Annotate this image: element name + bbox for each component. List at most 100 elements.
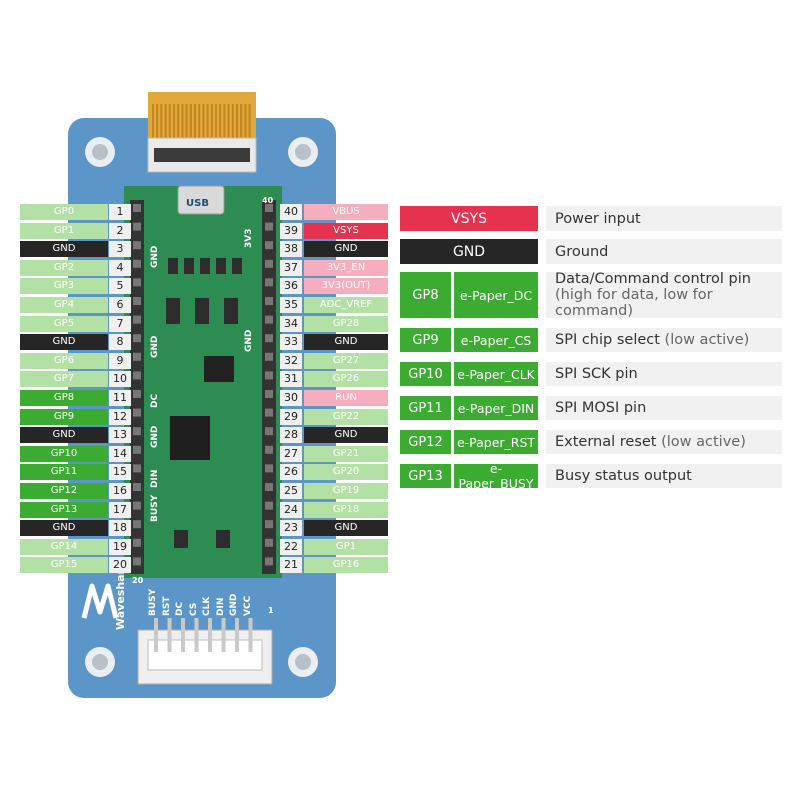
left-pin-number: 5 <box>109 278 131 295</box>
connector-pins <box>154 618 253 652</box>
left-pin-number: 15 <box>109 464 131 481</box>
connector-pin-label: RST <box>161 596 172 616</box>
silk-corner-right: 40 <box>262 196 274 205</box>
left-pin-number: 14 <box>109 445 131 462</box>
silkscreen-label: BUSY <box>150 494 160 522</box>
right-pin-number: 33 <box>280 334 302 351</box>
right-pin-number: 26 <box>280 464 302 481</box>
table-pin-cell: GND <box>400 239 538 264</box>
fpc-traces <box>152 104 251 138</box>
usb-label: USB <box>186 198 209 209</box>
left-pin-label: GP0 <box>20 204 108 220</box>
table-description-cell: SPI chip select (low active) <box>546 328 782 352</box>
left-pin-number: 18 <box>109 520 131 537</box>
left-pin-label: GND <box>20 334 108 351</box>
table-pin-cell: GP8 <box>400 272 451 318</box>
table-function-cell: e-Paper_CS <box>454 328 538 352</box>
left-pin-number: 9 <box>109 352 131 369</box>
mounting-hole-icon <box>85 137 115 167</box>
left-pin-number: 13 <box>109 427 131 444</box>
right-pin-number: 24 <box>280 501 302 518</box>
connector-pin-label: CLK <box>202 596 212 616</box>
right-pin-label: GP21 <box>304 445 388 462</box>
silkscreen-label: DIN <box>150 469 160 488</box>
right-pin-number: 21 <box>280 557 302 574</box>
right-pin-number: 34 <box>280 315 302 332</box>
mounting-hole-icon <box>288 137 318 167</box>
left-pin-label: GND <box>20 427 108 444</box>
mounting-hole-icon <box>288 647 318 677</box>
description-text: SPI chip select <box>555 332 665 348</box>
level-shifter-chip <box>170 416 210 460</box>
usb-port-icon <box>177 185 225 215</box>
description-text: Ground <box>555 243 609 260</box>
waveshare-logo-icon <box>81 583 119 619</box>
table-description-cell: Busy status output <box>546 464 782 488</box>
description-text: Power input <box>555 210 641 227</box>
left-pin-label: GND <box>20 241 108 258</box>
connector-pin-label: DIN <box>215 597 226 616</box>
left-pin-label: GP9 <box>20 408 108 425</box>
table-pin-cell: GP12 <box>400 430 451 454</box>
left-pin-number: 8 <box>109 334 131 351</box>
left-pin-number: 7 <box>109 315 131 332</box>
silk-corner-left: 20 <box>132 576 144 585</box>
connector-pin-label: BUSY <box>148 588 158 616</box>
silkscreen-label: DC <box>150 393 160 408</box>
right-pin-number: 23 <box>280 520 302 537</box>
right-pin-number: 27 <box>280 445 302 462</box>
table-description-cell: Ground <box>546 239 782 264</box>
right-pin-number: 28 <box>280 427 302 444</box>
left-pin-label: GP6 <box>20 352 108 369</box>
right-pin-label: VSYS <box>304 222 388 239</box>
right-pin-number: 29 <box>280 408 302 425</box>
description-text: SPI MOSI pin <box>555 400 647 416</box>
right-pin-label: GP16 <box>304 557 388 574</box>
left-pin-label: GP3 <box>20 278 108 295</box>
right-pin-number: 40 <box>280 204 302 220</box>
connector-pin-label: GND <box>229 593 239 616</box>
left-header <box>130 200 144 574</box>
left-pin-label: GP8 <box>20 390 108 406</box>
right-pin-label: GP22 <box>304 408 388 425</box>
left-pin-label: GP14 <box>20 538 108 555</box>
left-pin-label: GP2 <box>20 259 108 276</box>
left-pin-number: 19 <box>109 538 131 555</box>
right-pin-label: 3V3_EN <box>304 259 388 276</box>
right-pin-label: GND <box>304 427 388 444</box>
right-pin-label: GND <box>304 520 388 537</box>
left-pin-label: GP7 <box>20 371 108 388</box>
left-pin-label: GP13 <box>20 501 108 518</box>
brand-text: Waveshare <box>114 562 127 630</box>
right-pin-label: GP19 <box>304 483 388 499</box>
table-function-cell: e-Paper_DC <box>454 272 538 318</box>
table-pin-cell: GP10 <box>400 362 451 386</box>
left-pin-label: GP15 <box>20 557 108 574</box>
silkscreen-label: GND <box>150 245 160 268</box>
table-description-cell: SPI MOSI pin <box>546 396 782 420</box>
connector-pin-first: 1 <box>268 606 274 615</box>
right-pin-label: GP18 <box>304 501 388 518</box>
fpc-ribbon <box>148 92 256 138</box>
mounting-hole-icon <box>85 647 115 677</box>
left-pin-number: 4 <box>109 259 131 276</box>
right-pin-number: 30 <box>280 390 302 406</box>
description-note: (high for data, low for command) <box>555 287 713 319</box>
header-pins <box>133 204 273 566</box>
table-function-cell: e-Paper_DIN <box>454 396 538 420</box>
description-note: (low active) <box>661 434 746 450</box>
left-pin-number: 12 <box>109 408 131 425</box>
smd-components <box>166 258 242 548</box>
table-description-cell: Power input <box>546 206 782 231</box>
right-pin-number: 37 <box>280 259 302 276</box>
table-function-cell: e-Paper_RST <box>454 430 538 454</box>
description-text: External reset <box>555 434 662 450</box>
right-pin-label: GP28 <box>304 315 388 332</box>
table-description-cell: SPI SCK pin <box>546 362 782 386</box>
right-pin-number: 39 <box>280 222 302 239</box>
left-pin-number: 10 <box>109 371 131 388</box>
right-pin-number: 36 <box>280 278 302 295</box>
right-pin-number: 25 <box>280 483 302 499</box>
table-function-cell: e-Paper_BUSY <box>454 461 538 491</box>
